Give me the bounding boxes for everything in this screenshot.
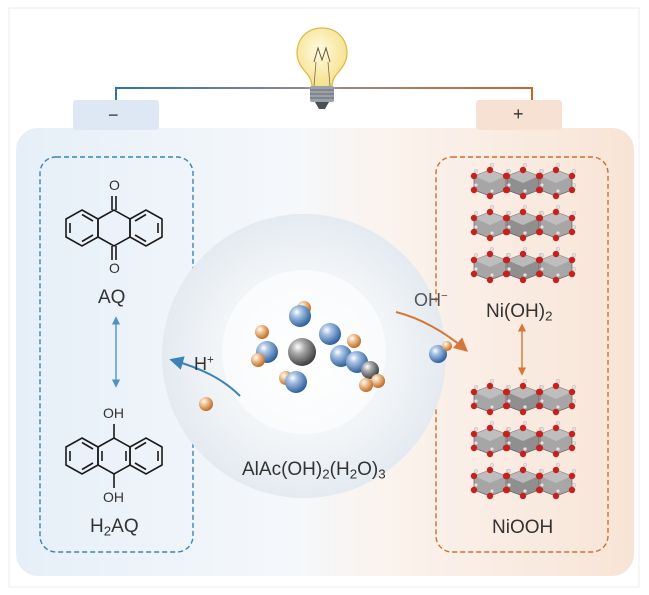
molecular-cluster [251, 301, 385, 393]
light-bulb-icon [288, 26, 356, 109]
h2aq-hydroxyl-bottom: OH [103, 489, 124, 505]
aq-carbonyl-top: O [109, 177, 120, 193]
hydroxide-ion [429, 341, 452, 363]
octahedral-layer-structure-niohh2 [470, 163, 576, 284]
proton-arrow [169, 356, 241, 397]
h2aq-label: H2AQ [90, 516, 139, 539]
h2aq-hydroxyl-top: OH [103, 405, 124, 421]
negative-terminal [73, 100, 159, 130]
niooh-label: NiOOH [492, 517, 554, 538]
nioh2-label: Ni(OH)2 [486, 301, 553, 324]
aq-carbonyl-bottom: O [109, 260, 120, 276]
positive-terminal-label: + [513, 104, 524, 124]
hydroxide-arrow [395, 311, 469, 352]
aq-label: AQ [98, 287, 126, 308]
positive-terminal [476, 100, 562, 130]
anthraquinone-structure [65, 196, 163, 260]
proton-ion [199, 397, 213, 411]
electrolyte-formula: AlAc(OH)2(H2O)3 [242, 459, 386, 482]
hydroxide-label: OH− [414, 289, 448, 310]
negative-terminal-label: − [108, 105, 119, 125]
hydroquinone-structure [65, 424, 163, 488]
proton-label: H+ [194, 353, 214, 374]
negative-electrode-box [39, 156, 194, 553]
octahedral-layer-structure-niooh [470, 379, 576, 500]
